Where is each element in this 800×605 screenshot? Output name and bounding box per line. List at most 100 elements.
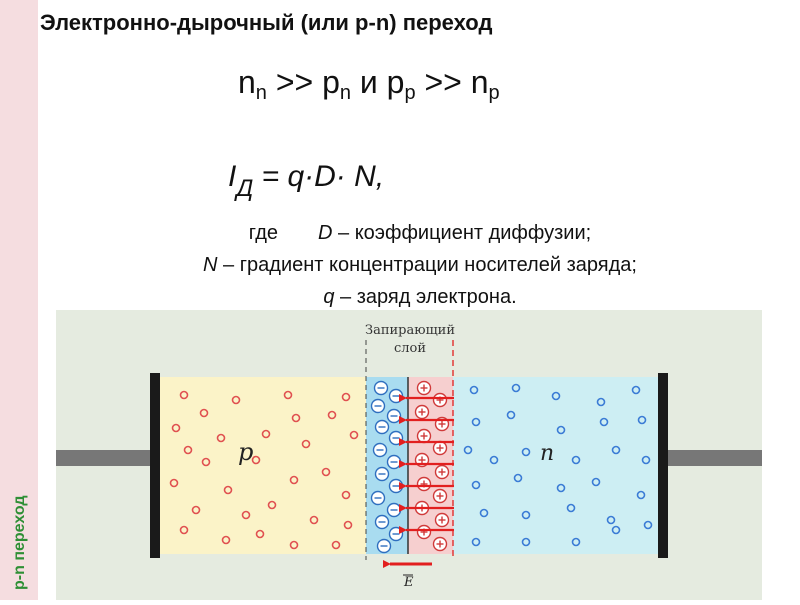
electron-marker (641, 455, 651, 465)
hole-marker (201, 457, 211, 467)
hole-marker (341, 392, 351, 402)
hole-marker (241, 510, 251, 520)
sidebar-label: p-n переход (11, 495, 28, 590)
description-line-1: где D – коэффициент диффузии; (100, 222, 740, 245)
relation-sub-1: n (255, 82, 267, 104)
hole-marker (267, 500, 277, 510)
electron-marker (637, 415, 647, 425)
right-lead-wire (668, 450, 762, 466)
hole-marker (199, 408, 209, 418)
relation-part-2: >> p (266, 64, 340, 100)
hole-marker (331, 540, 341, 550)
hole-marker (283, 390, 293, 400)
electron-marker (471, 417, 481, 427)
formula-lhs: I (228, 160, 237, 193)
electron-marker (566, 503, 576, 513)
hole-marker (301, 439, 311, 449)
hole-marker (289, 540, 299, 550)
hole-marker (251, 455, 261, 465)
electron-marker (571, 455, 581, 465)
relation-part-1: n (238, 64, 256, 100)
p-region-label: p (238, 438, 253, 466)
electron-marker (643, 520, 653, 530)
relation-sub-2: n (339, 82, 351, 104)
electron-marker (489, 455, 499, 465)
hole-marker (349, 430, 359, 440)
electron-marker (521, 447, 531, 457)
electron-marker (556, 483, 566, 493)
hole-marker (341, 490, 351, 500)
right-terminal (658, 373, 668, 558)
electron-marker (611, 525, 621, 535)
hole-marker (231, 395, 241, 405)
electron-marker (606, 515, 616, 525)
description-line-3: q – заряд электрона. (100, 286, 740, 309)
electron-marker (636, 490, 646, 500)
formula-sub: Д (236, 175, 254, 202)
electron-marker (571, 537, 581, 547)
description-var-n: N (203, 254, 218, 276)
hole-marker (289, 475, 299, 485)
n-region (453, 377, 658, 554)
electron-marker (469, 385, 479, 395)
hole-marker (216, 433, 226, 443)
hole-marker (343, 520, 353, 530)
electron-marker (521, 537, 531, 547)
barrier-label-line-2: слой (394, 341, 426, 356)
hole-marker (221, 535, 231, 545)
pn-junction-illustration: Запирающий слой p n E (56, 310, 762, 600)
hole-marker (191, 505, 201, 515)
relation-sub-4: p (488, 82, 500, 104)
concentration-relation: nn >> pn и pp >> np (238, 64, 500, 105)
hole-marker (321, 467, 331, 477)
page-title: Электронно-дырочный (или p-n) переход (40, 10, 493, 35)
hole-marker (309, 515, 319, 525)
description-text-3: – заряд электрона. (334, 286, 517, 308)
electron-marker (511, 383, 521, 393)
description-var-d: D (318, 222, 333, 244)
electron-marker (596, 397, 606, 407)
hole-marker (171, 423, 181, 433)
hole-marker (169, 478, 179, 488)
hole-marker (223, 485, 233, 495)
barrier-label-line-1: Запирающий (365, 323, 455, 338)
p-region (160, 377, 366, 554)
charge-carriers (169, 380, 653, 554)
description-text-1: – коэффициент диффузии; (332, 222, 592, 244)
electron-marker (556, 425, 566, 435)
hole-marker (255, 529, 265, 539)
electron-marker (471, 480, 481, 490)
hole-marker (179, 525, 189, 535)
electron-marker (631, 385, 641, 395)
electron-marker (521, 510, 531, 520)
hole-marker (291, 413, 301, 423)
description-line-2: N – градиент концентрации носителей заря… (100, 254, 740, 277)
hole-marker (261, 429, 271, 439)
hole-marker (179, 390, 189, 400)
electron-marker (479, 508, 489, 518)
description-text-2: – градиент концентрации носителей заряда… (217, 254, 637, 276)
electron-marker (551, 391, 561, 401)
electric-field-label: E (403, 575, 414, 590)
n-region-label: n (540, 441, 554, 466)
left-lead-wire (56, 450, 150, 466)
hole-marker (327, 410, 337, 420)
electron-marker (591, 477, 601, 487)
left-terminal (150, 373, 160, 558)
relation-part-3: и p (351, 64, 405, 100)
diffusion-current-formula: IД = q·D· N, (228, 160, 384, 203)
description-var-q: q (323, 286, 335, 308)
electron-marker (599, 417, 609, 427)
relation-sub-3: p (404, 82, 416, 104)
electron-marker (506, 410, 516, 420)
electron-marker (611, 445, 621, 455)
pn-junction-diagram: Запирающий слой p n E (56, 310, 762, 600)
relation-part-4: >> n (415, 64, 489, 100)
sidebar-band: p-n переход (0, 0, 38, 600)
formula-rhs: = q·D· N, (253, 160, 385, 193)
electron-marker (471, 537, 481, 547)
description-prefix: где (248, 222, 278, 244)
hole-marker (183, 445, 193, 455)
electron-marker (513, 473, 523, 483)
electron-marker (463, 445, 473, 455)
